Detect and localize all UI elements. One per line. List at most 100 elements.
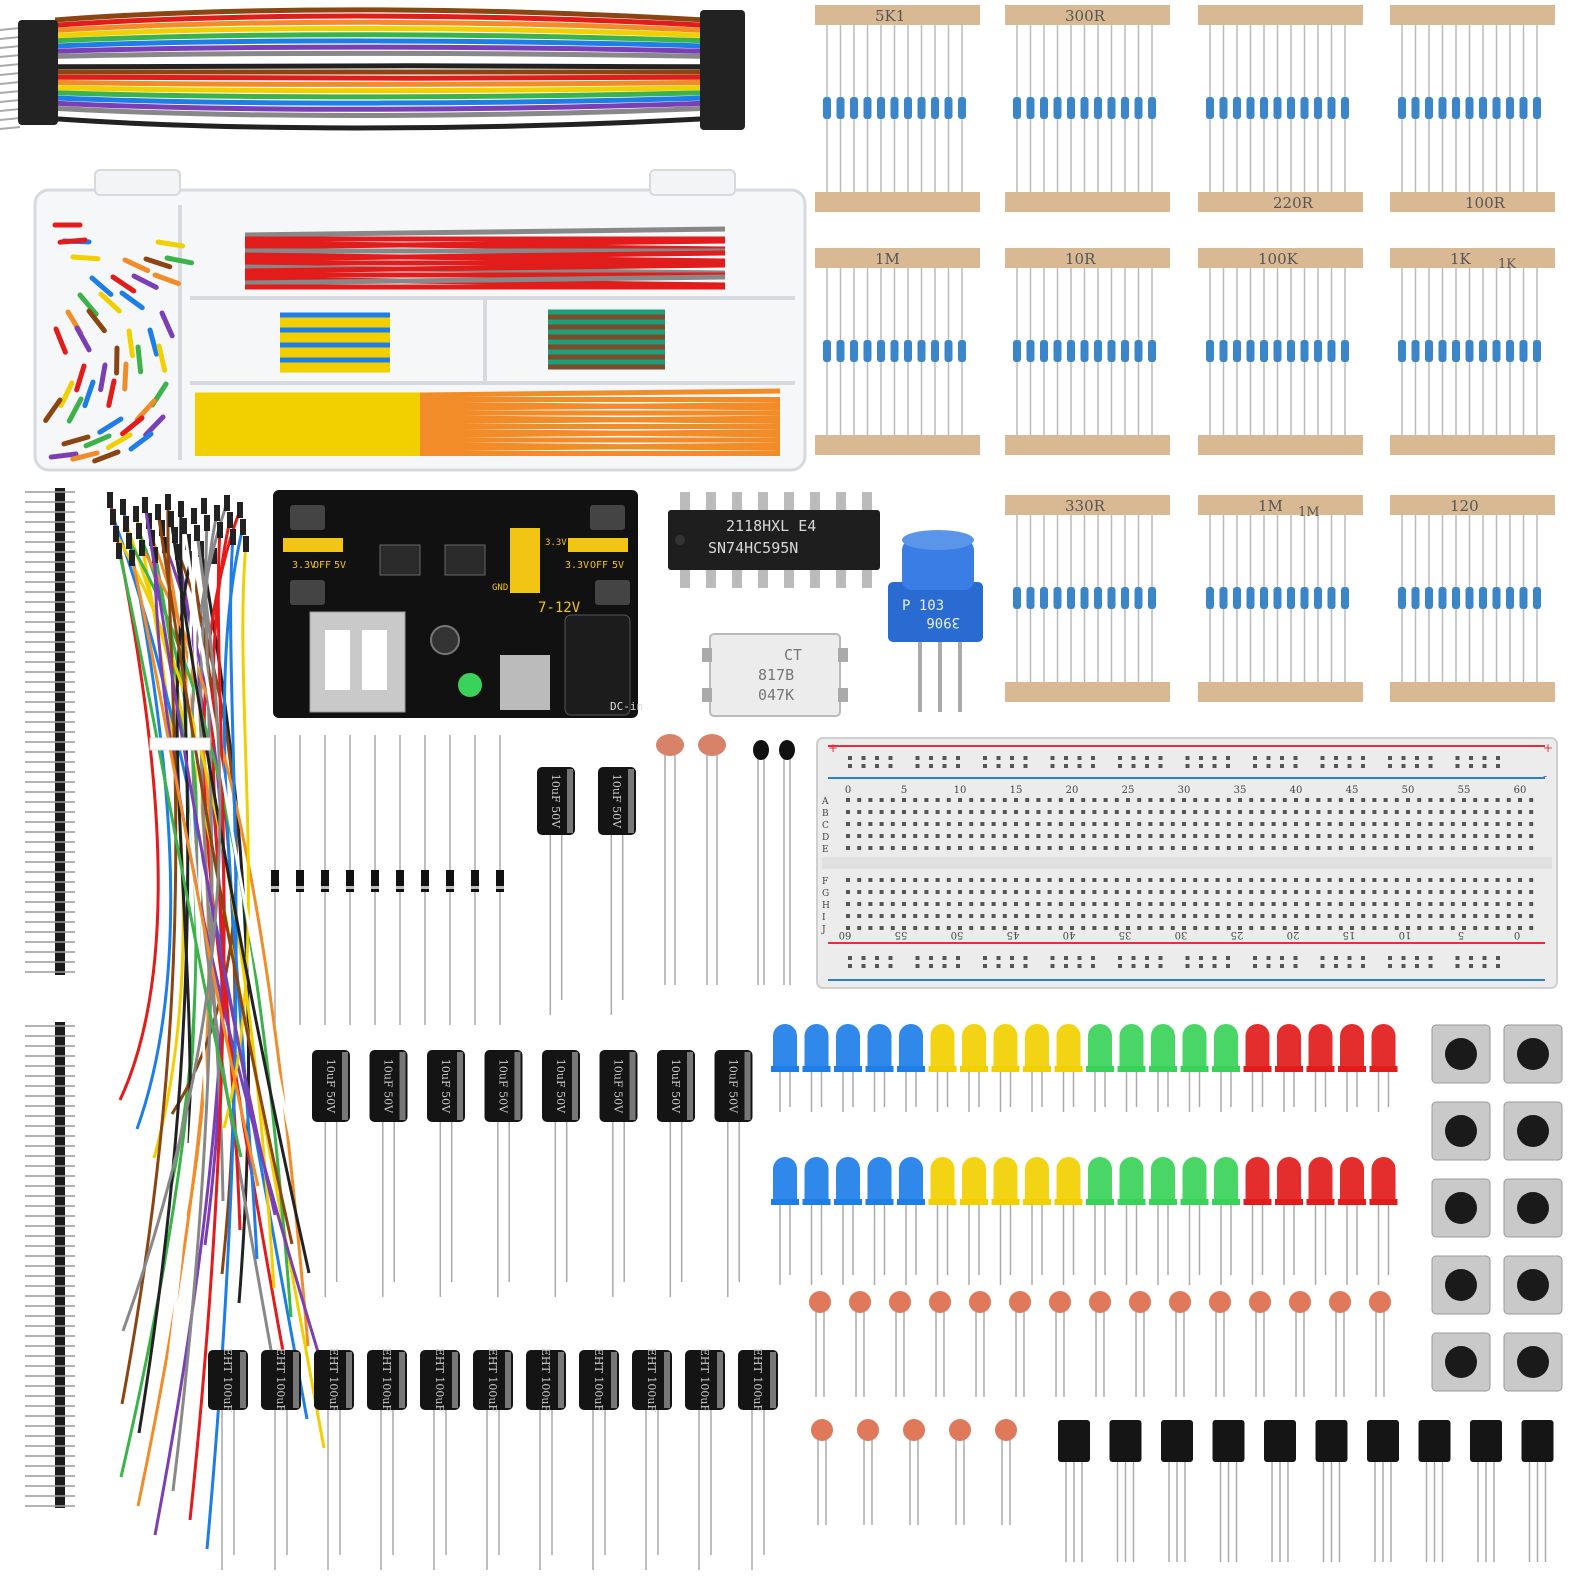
breadboard-hole bbox=[1171, 902, 1175, 906]
breadboard-hole bbox=[1428, 798, 1432, 802]
breadboard-rail-hole bbox=[1496, 956, 1500, 960]
breadboard-hole bbox=[1305, 902, 1309, 906]
resistor-body bbox=[1148, 587, 1156, 609]
breadboard-hole bbox=[1081, 834, 1085, 838]
breadboard-rail-hole bbox=[956, 956, 960, 960]
resistor-value-label-extra: 1M bbox=[1298, 505, 1320, 520]
breadboard-hole bbox=[1529, 798, 1533, 802]
breadboard-hole bbox=[1260, 914, 1264, 918]
jumper-wire-box bbox=[35, 170, 805, 470]
breadboard-rail-hole bbox=[1253, 956, 1257, 960]
breadboard-hole bbox=[992, 878, 996, 882]
breadboard-rail-hole bbox=[1334, 956, 1338, 960]
breadboard-hole bbox=[1182, 798, 1186, 802]
breadboard-hole bbox=[1137, 878, 1141, 882]
breadboard-hole bbox=[1294, 834, 1298, 838]
resistor-value-label: 5K1 bbox=[875, 7, 905, 25]
led-body bbox=[1246, 1157, 1270, 1203]
breadboard-hole bbox=[1081, 902, 1085, 906]
breadboard-hole bbox=[857, 890, 861, 894]
ceramic-cap-body bbox=[1369, 1291, 1391, 1313]
breadboard-rail-hole bbox=[1186, 764, 1190, 768]
breadboard-hole bbox=[857, 914, 861, 918]
resistor-body bbox=[1398, 97, 1406, 119]
breadboard-hole bbox=[1272, 846, 1276, 850]
breadboard-rail-hole bbox=[1091, 764, 1095, 768]
breadboard-hole bbox=[969, 926, 973, 930]
breadboard-hole bbox=[1160, 926, 1164, 930]
breadboard-hole bbox=[969, 846, 973, 850]
breadboard-rail-hole bbox=[956, 764, 960, 768]
breadboard-hole bbox=[1462, 902, 1466, 906]
breadboard-rail-hole bbox=[1321, 956, 1325, 960]
breadboard-hole bbox=[1361, 902, 1365, 906]
cap-stripe bbox=[770, 1352, 776, 1408]
breadboard-rail-hole bbox=[1402, 756, 1406, 760]
breadboard-row-letter: B bbox=[822, 809, 829, 819]
power-label-gnd: GND bbox=[492, 583, 508, 593]
led-flange bbox=[1055, 1199, 1083, 1205]
breadboard-hole bbox=[868, 914, 872, 918]
breadboard-rail-hole bbox=[1078, 756, 1082, 760]
short-jumper bbox=[129, 331, 132, 356]
ribbon-pin bbox=[0, 82, 20, 84]
breadboard-rail-hole bbox=[1186, 964, 1190, 968]
breadboard-hole bbox=[1204, 822, 1208, 826]
resistor-value-label: 300R bbox=[1065, 7, 1106, 25]
resistor-body bbox=[904, 340, 912, 362]
breadboard-hole bbox=[1428, 914, 1432, 918]
breadboard-hole bbox=[1081, 846, 1085, 850]
led-body bbox=[1151, 1024, 1175, 1070]
breadboard-hole bbox=[1048, 914, 1052, 918]
breadboard-hole bbox=[1137, 798, 1141, 802]
led-flange bbox=[771, 1199, 799, 1205]
breadboard-hole bbox=[1272, 878, 1276, 882]
resistor-strip: 120 bbox=[1390, 495, 1555, 702]
breadboard-hole bbox=[1148, 798, 1152, 802]
resistor-body bbox=[823, 97, 831, 119]
breadboard-hole bbox=[980, 914, 984, 918]
breadboard-hole bbox=[1451, 798, 1455, 802]
breadboard-rail-hole bbox=[1294, 956, 1298, 960]
breadboard-hole bbox=[1036, 914, 1040, 918]
breadboard-hole bbox=[1092, 798, 1096, 802]
ribbon-pin bbox=[0, 55, 20, 57]
resistor-body bbox=[823, 340, 831, 362]
breadboard-hole bbox=[1428, 926, 1432, 930]
breadboard-hole bbox=[1272, 834, 1276, 838]
breadboard-hole bbox=[1328, 890, 1332, 894]
breadboard-hole bbox=[1059, 810, 1063, 814]
breadboard-rail-hole bbox=[1051, 756, 1055, 760]
breadboard-hole bbox=[980, 822, 984, 826]
resistor-body bbox=[1425, 340, 1433, 362]
resistor-tape-top bbox=[1390, 5, 1555, 25]
breadboard-rail-hole bbox=[1253, 964, 1257, 968]
resistor-body bbox=[1328, 97, 1336, 119]
resistor-body bbox=[1148, 97, 1156, 119]
breadboard-hole bbox=[1462, 834, 1466, 838]
breadboard-rail-hole bbox=[1213, 956, 1217, 960]
resistor-body bbox=[1479, 587, 1487, 609]
breadboard-hole bbox=[1339, 926, 1343, 930]
resistor-body bbox=[1452, 587, 1460, 609]
resistor-body bbox=[1233, 587, 1241, 609]
breadboard-column-number: 15 bbox=[1343, 929, 1356, 940]
led-body bbox=[962, 1024, 986, 1070]
breadboard-rail-hole bbox=[1064, 964, 1068, 968]
breadboard-hole bbox=[1372, 846, 1376, 850]
breadboard-hole bbox=[947, 926, 951, 930]
breadboard-hole bbox=[913, 914, 917, 918]
breadboard-hole bbox=[1171, 890, 1175, 894]
resistor-strip: 100K bbox=[1198, 248, 1363, 455]
breadboard-hole bbox=[1339, 834, 1343, 838]
ceramic-cap-body bbox=[1049, 1291, 1071, 1313]
ic-pin bbox=[862, 492, 872, 512]
breadboard-column-number: 35 bbox=[1234, 785, 1247, 796]
breadboard-hole bbox=[1529, 890, 1533, 894]
breadboard-rail-hole bbox=[1402, 956, 1406, 960]
breadboard-hole bbox=[924, 878, 928, 882]
breadboard-rail-hole bbox=[1415, 956, 1419, 960]
cap-stripe bbox=[346, 1352, 352, 1408]
jumper-pin-housing bbox=[237, 502, 243, 518]
